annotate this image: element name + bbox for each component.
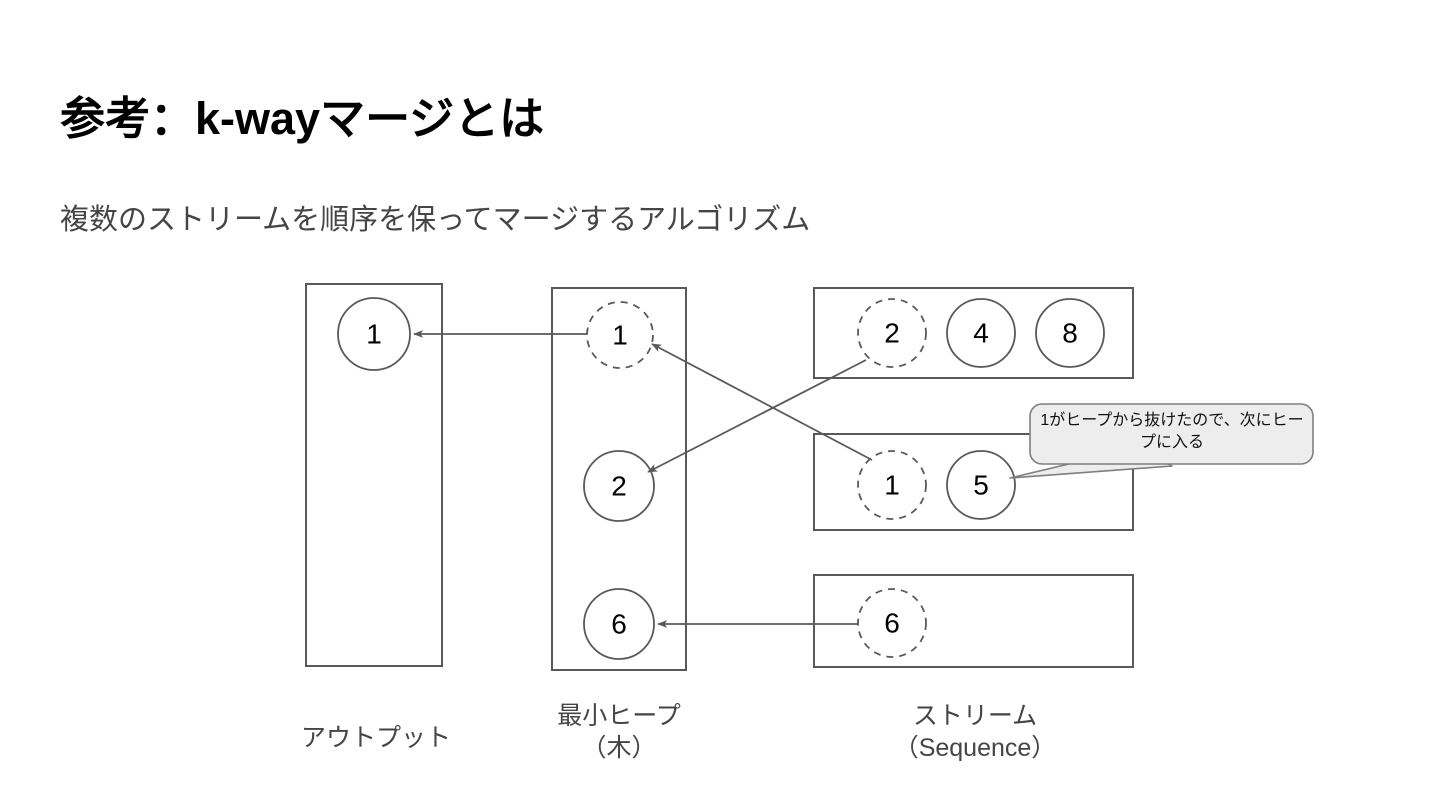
stream1-node-2-circle (857, 298, 927, 368)
stream2-node-5-label: 5 (973, 470, 989, 501)
stream3-node-6-label: 6 (884, 608, 900, 639)
stream1-node-2-label: 2 (884, 318, 900, 349)
caption-output: アウトプット (300, 724, 451, 752)
heap-node-2-label: 2 (611, 471, 627, 502)
callout-balloon (1029, 403, 1314, 465)
arrow-stream2-1-to-heap-1 (651, 343, 873, 461)
page-title: 参考：k-wayマージとは (60, 93, 545, 144)
heap-node-6-circle (583, 588, 655, 660)
heap-node-6-label: 6 (611, 609, 627, 640)
stream2-node-1-circle (857, 450, 927, 520)
stream3-node-6-circle (857, 588, 927, 658)
stream1-node-4-label: 4 (973, 318, 989, 349)
stream2-node-1-label: 1 (884, 470, 900, 501)
stream1-node-8-circle (1035, 298, 1105, 368)
heap-node-2-circle (583, 450, 655, 522)
heap-node-1-circle (586, 301, 654, 369)
arrow-stream1-2-to-heap-2 (647, 359, 867, 473)
page-subtitle: 複数のストリームを順序を保ってマージするアルゴリズム (60, 204, 811, 236)
heap-node-1-label: 1 (612, 320, 628, 351)
output-node-1-label: 1 (366, 319, 382, 350)
output-node-1-circle (337, 297, 411, 371)
stream1-node-4-circle (946, 298, 1016, 368)
stream1-node-8-label: 8 (1062, 318, 1078, 349)
caption-stream: ストリーム （Sequence） (893, 702, 1057, 762)
stream2-node-5-circle (946, 450, 1016, 520)
caption-min-heap: 最小ヒープ （木） (557, 702, 681, 762)
